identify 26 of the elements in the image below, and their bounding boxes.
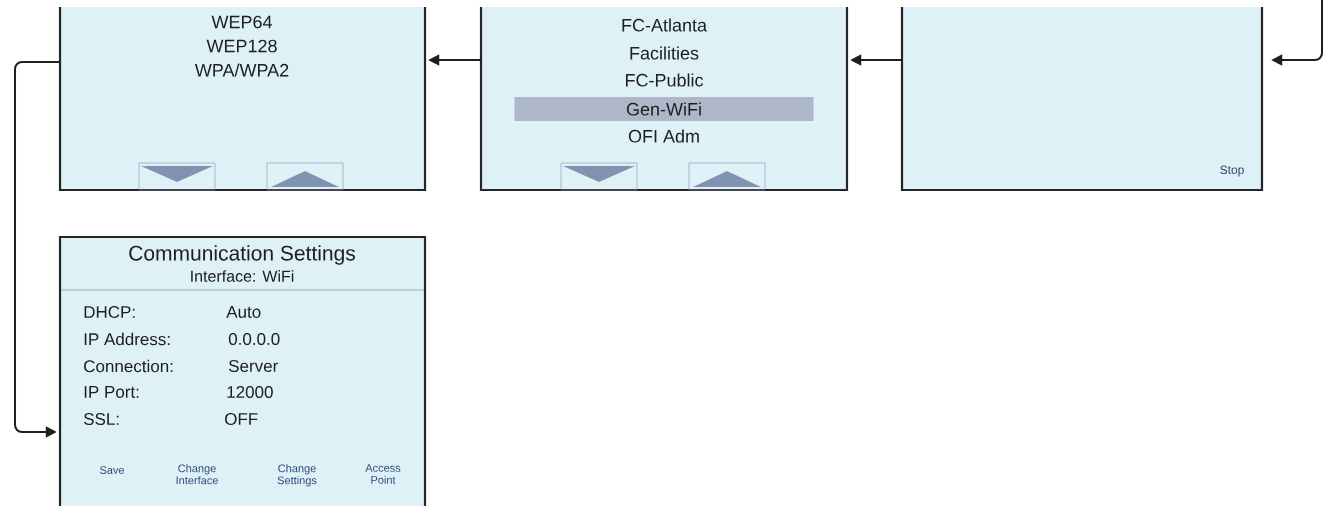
field-value: Server <box>229 359 278 372</box>
screen-title: Communication Settings <box>129 245 355 265</box>
field-label: IP Port: <box>84 386 139 398</box>
menu-item: Facilities <box>630 46 699 60</box>
soft-key-label: Change Settings <box>277 464 317 487</box>
screen-subtitle: Interface: WiFi <box>191 270 294 282</box>
soft-key-label: Save <box>100 466 125 474</box>
field-value: Auto <box>226 306 261 318</box>
menu-item: FC-Public <box>626 73 704 87</box>
field-value: 0.0.0.0 <box>228 332 280 345</box>
field-label: IP Address: <box>84 332 170 346</box>
soft-key-label: Access Point <box>365 464 401 484</box>
field-label: DHCP: <box>84 305 135 318</box>
menu-item: WEP64 <box>211 15 272 29</box>
menu-item: WEP128 <box>206 39 277 53</box>
field-value: OFF <box>225 412 258 425</box>
field-label: Connection: <box>84 359 173 373</box>
menu-item: WPA/WPA2 <box>194 63 289 77</box>
soft-key-label: Stop <box>1220 165 1244 177</box>
menu-item: OFI Adm <box>628 129 699 143</box>
field-label: SSL: <box>84 412 119 425</box>
arrow <box>14 61 61 438</box>
soft-key-label: Change Interface <box>176 464 218 485</box>
selected-menu-item: Gen-WiFi <box>514 97 814 121</box>
menu-item: FC-Atlanta <box>622 18 708 32</box>
field-value: 12000 <box>227 385 273 398</box>
